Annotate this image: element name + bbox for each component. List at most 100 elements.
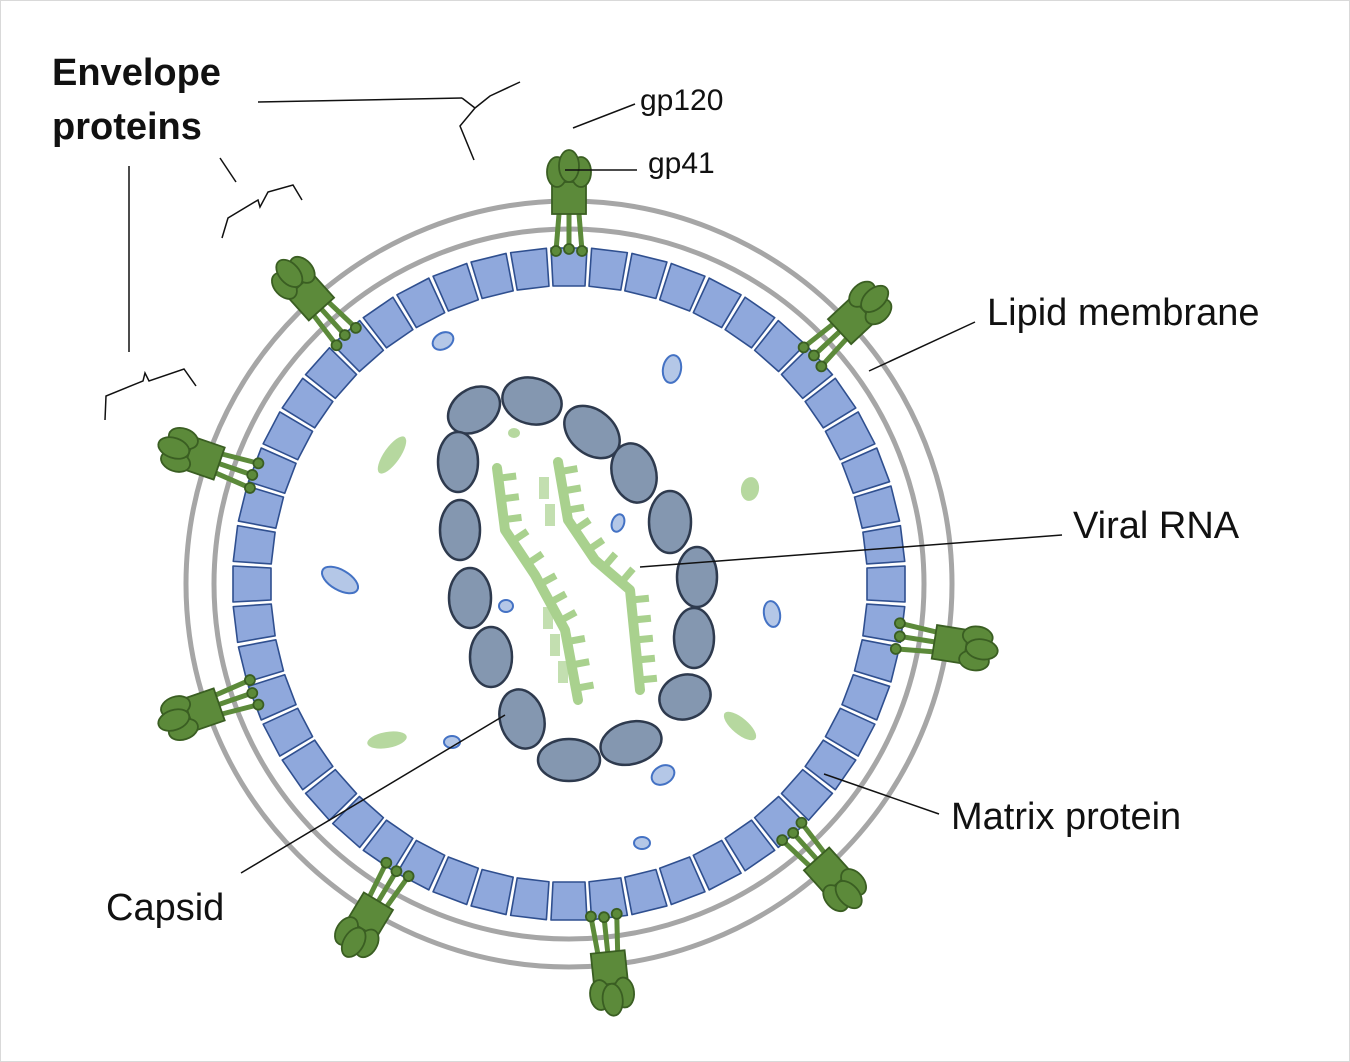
matrix-protein-block [470,868,514,916]
matrix-protein-label: Matrix protein [951,796,1182,838]
matrix-protein-block-shape [281,739,334,791]
envelope-protein-spike [584,907,635,1017]
rna-base [638,674,658,684]
matrix-protein-block [237,639,285,683]
matrix-protein-block [509,247,550,291]
gp41-anchor [576,245,588,257]
gp41-transmembrane-leg [576,213,585,252]
green-particle [723,711,757,741]
matrix-protein-block [862,524,906,565]
gp41-anchor [252,698,265,711]
matrix-protein-leader [823,773,940,815]
gp41-transmembrane-leg [780,838,811,868]
gp41-anchor [815,360,828,373]
rna-strand-backbone [492,463,583,705]
matrix-protein-block-shape [232,603,276,644]
matrix-protein-block-shape [724,819,776,872]
rna-base [575,681,595,692]
matrix-protein-block [262,707,314,757]
rna-base [559,465,578,476]
rna-base [497,472,517,482]
gp41-transmembrane-leg [221,451,260,466]
gp120-lobe [275,258,304,288]
envelope-brace-middle [221,184,303,239]
rna-base [572,517,592,533]
matrix-protein-block [362,296,414,349]
matrix-protein-block-shape [866,565,906,603]
matrix-protein-block [396,277,446,329]
gp41-anchor [390,865,403,878]
rna-fragment [539,477,549,499]
rna-base [566,634,586,646]
gp41-anchor [244,482,256,494]
rna-base [634,634,654,644]
envelope-brace-left [104,368,197,421]
matrix-protein-block [624,868,668,916]
matrix-protein-block-shape [804,377,857,429]
gp41-anchor [246,687,259,699]
rna-base [586,537,606,553]
gp120-lobe [558,149,580,183]
matrix-protein-block-shape [470,252,514,300]
matrix-protein-block-shape [824,707,876,757]
matrix-protein-block-shape [658,262,706,312]
matrix-protein-block [658,856,706,906]
blue-particle [633,836,651,850]
envelope-protein-spike [889,617,999,672]
matrix-protein-layer [232,247,906,921]
gp41-anchor [244,674,256,686]
matrix-protein-block-shape [362,296,414,349]
rna-base [548,590,568,606]
matrix-protein-block-shape [509,247,550,291]
gp41-anchor [338,329,351,341]
matrix-protein-block-shape [281,377,334,429]
envelope-leader-top [257,97,463,103]
matrix-protein-block-shape [853,485,901,529]
matrix-protein-block [804,377,857,429]
gp41-transmembrane-leg [312,314,339,347]
viral-rna-leader [639,534,1063,568]
viral-rna [492,457,658,705]
capsid-label: Capsid [106,887,225,929]
viral-rna-label: Viral RNA [1073,505,1240,547]
matrix-protein-block [724,819,776,872]
matrix-protein-block [304,346,358,400]
rna-base [562,484,582,495]
matrix-protein-block [824,707,876,757]
capsid-subunit [599,719,663,767]
matrix-protein-block [331,795,385,849]
matrix-protein-block [232,524,276,565]
matrix-protein-block [550,881,588,921]
gp120-lobe [965,638,999,661]
gp41-anchor [889,643,902,655]
gp41-anchor [380,856,393,869]
rna-fragment [545,504,555,526]
gp41-transmembrane-leg [221,702,260,717]
gp120-lobe [834,880,863,910]
capsid-subunit [647,489,693,555]
matrix-protein-block [262,411,314,461]
gp41-transmembrane-leg [214,470,251,491]
gp41-anchor [893,617,906,630]
envelope-protein-spike [157,674,265,741]
rna-fragment [550,634,560,656]
gp41-anchor [563,243,575,255]
gp41-transmembrane-leg [899,620,937,635]
label-leader-lines [104,81,1063,874]
rna-base [632,614,652,624]
matrix-protein-block-shape [824,411,876,461]
green-particle [367,731,407,749]
envelope-protein-spike [797,280,893,373]
matrix-protein-block-shape [509,877,550,921]
matrix-protein-block [232,565,272,603]
envelope-protein-spike [157,427,265,494]
capsid [436,376,719,783]
matrix-protein-block [470,252,514,300]
matrix-protein-block [432,262,480,312]
gp41-transmembrane-leg [895,646,934,655]
matrix-protein-block [853,639,901,683]
gp41-anchor [797,341,810,354]
rna-base [618,566,636,585]
matrix-protein-block-shape [432,856,480,906]
gp41-transmembrane-leg [214,677,251,698]
